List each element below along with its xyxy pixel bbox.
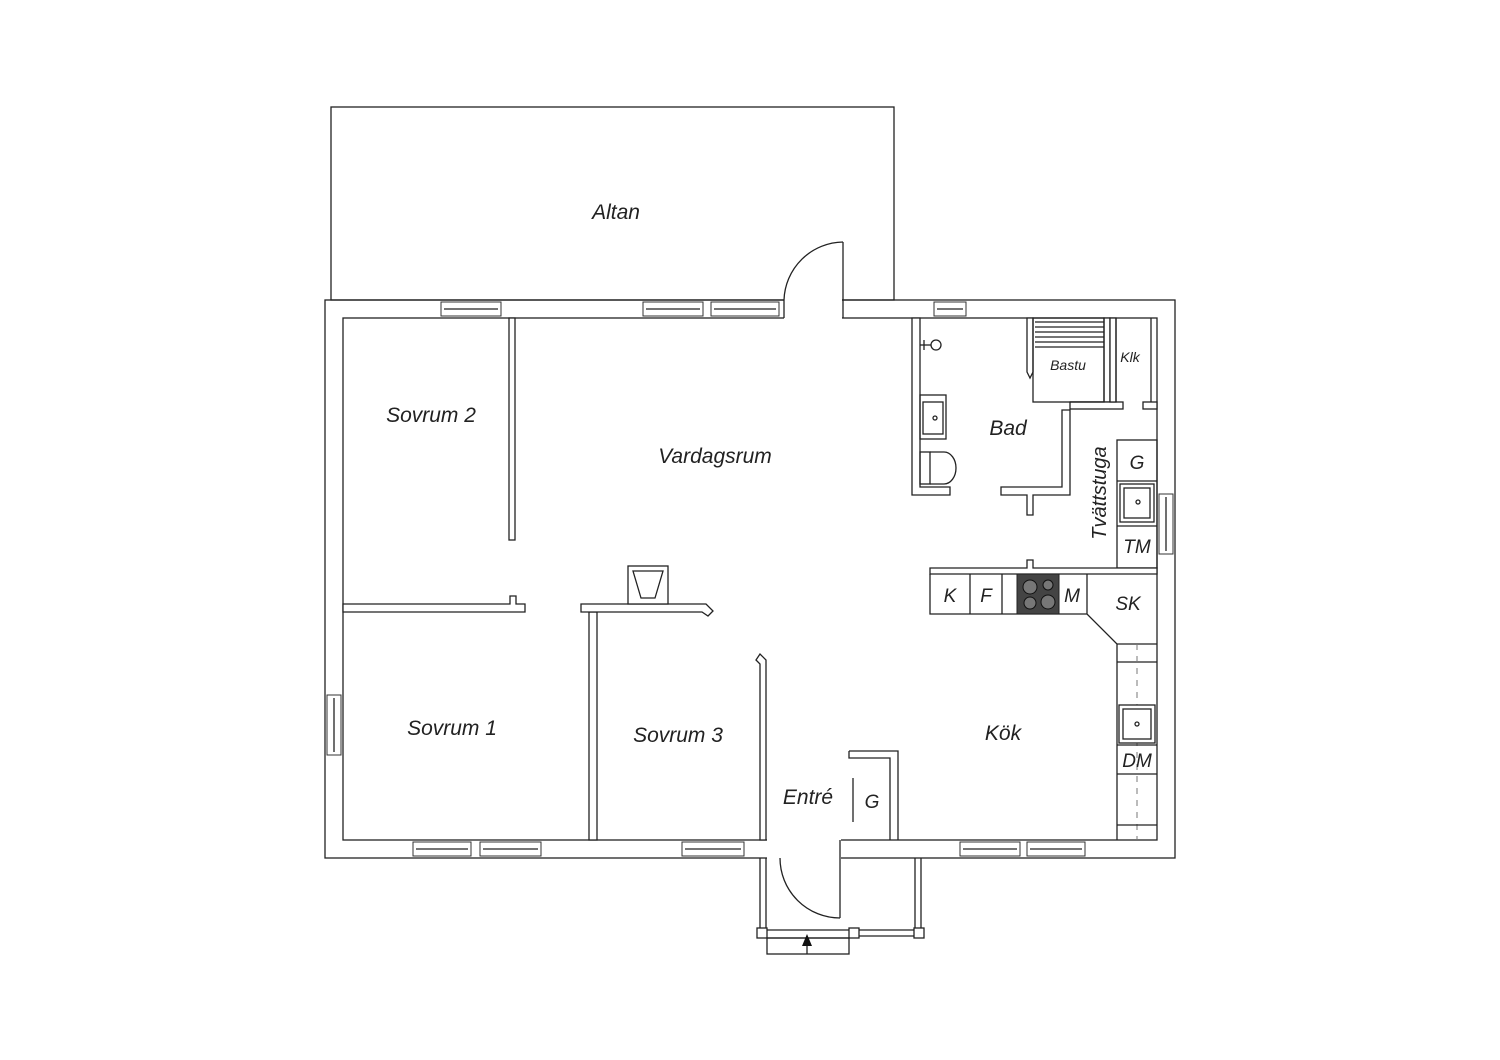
appliance-label-sk: SK bbox=[1115, 594, 1142, 615]
sink-icon bbox=[919, 394, 947, 440]
room-label-tvattstuga: Tvättstuga bbox=[1089, 446, 1111, 539]
shower-icon bbox=[920, 339, 942, 351]
room-label-kok: Kök bbox=[985, 722, 1023, 745]
toilet-icon bbox=[919, 451, 957, 485]
room-label-altan: Altan bbox=[590, 201, 640, 224]
appliance-label-m: M bbox=[1064, 586, 1080, 607]
entrance-arrow-icon bbox=[802, 934, 812, 946]
entry-porch[interactable] bbox=[756, 839, 925, 955]
room-label-bad: Bad bbox=[989, 417, 1028, 440]
appliance-label-f: F bbox=[980, 586, 993, 607]
balcony-door[interactable] bbox=[783, 241, 844, 319]
room-label-vardagsrum: Vardagsrum bbox=[658, 445, 772, 468]
appliance-label-g: G bbox=[1130, 453, 1145, 474]
interior-walls bbox=[342, 317, 1158, 841]
appliance-label-tm: TM bbox=[1123, 537, 1151, 558]
closet-label-g: G bbox=[865, 792, 880, 813]
outer-wall bbox=[324, 299, 1176, 859]
room-label-bastu: Bastu bbox=[1050, 357, 1086, 373]
room-label-sovrum-3: Sovrum 3 bbox=[633, 724, 723, 747]
room-label-sovrum-2: Sovrum 2 bbox=[386, 404, 476, 427]
sauna-bench bbox=[1035, 321, 1104, 348]
kitchen-counters bbox=[929, 559, 1158, 840]
room-label-klk: Klk bbox=[1120, 349, 1140, 365]
appliance-label-dm: DM bbox=[1122, 751, 1152, 772]
room-label-entre: Entré bbox=[783, 786, 833, 809]
windows bbox=[326, 301, 1174, 857]
laundry-sink-icon bbox=[1119, 483, 1155, 523]
inner-wall bbox=[342, 317, 1158, 841]
stove-icon bbox=[1016, 573, 1060, 615]
room-label-sovrum-1: Sovrum 1 bbox=[407, 717, 497, 740]
kitchen-sink-icon bbox=[1118, 704, 1156, 744]
appliance-label-k: K bbox=[944, 586, 958, 607]
front-door bbox=[779, 857, 841, 919]
